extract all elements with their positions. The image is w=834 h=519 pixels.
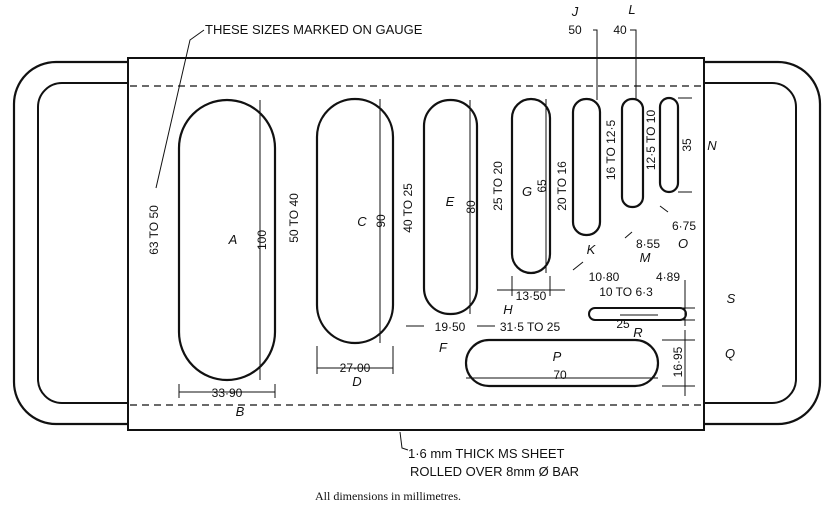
- tag-f: F: [439, 340, 448, 355]
- slot-g-range: 25 TO 20: [491, 161, 505, 211]
- slot-c-length: 90: [374, 214, 388, 228]
- tag-e: E: [446, 194, 455, 209]
- slot-c: [315, 97, 395, 345]
- tag-l: L: [628, 2, 635, 17]
- slot-p-range: 31·5 TO 25: [500, 320, 561, 334]
- slot-e-range: 40 TO 25: [401, 183, 415, 233]
- tag-p: P: [553, 349, 562, 364]
- tag-d: D: [352, 374, 361, 389]
- sheet-note-line2: ROLLED OVER 8mm Ø BAR: [410, 464, 579, 479]
- slot-p: [464, 338, 660, 388]
- slot-j-range: 20 TO 16: [555, 161, 569, 211]
- slot-c-range: 50 TO 40: [287, 193, 301, 243]
- slot-a-width: 33·90: [212, 386, 243, 400]
- slot-r-length: 25: [616, 317, 630, 331]
- slot-p-length: 70: [553, 368, 567, 382]
- tag-s: S: [727, 291, 736, 306]
- tag-a: A: [228, 232, 238, 247]
- slot-a-range: 63 TO 50: [147, 205, 161, 255]
- gauge-sheet: [127, 57, 705, 431]
- slot-q-height: 16·95: [671, 346, 685, 377]
- tag-g: G: [522, 184, 532, 199]
- slot-g-length: 65: [535, 179, 549, 193]
- tag-j: J: [571, 4, 579, 19]
- slot-n-width: 6·75: [672, 219, 696, 233]
- slot-e-width: 19·50: [435, 320, 466, 334]
- slot-e-length: 80: [464, 200, 478, 214]
- tag-r: R: [633, 325, 642, 340]
- caption: All dimensions in millimetres.: [315, 489, 461, 503]
- tag-m: M: [640, 250, 651, 265]
- slot-l: [620, 97, 645, 209]
- tag-h: H: [503, 302, 513, 317]
- tag-b: B: [236, 404, 245, 419]
- sheet-note-line1: 1·6 mm THICK MS SHEET: [408, 446, 565, 461]
- slot-g-width: 13·50: [516, 289, 547, 303]
- slot-a: [177, 98, 277, 382]
- slot-r-range: 10 TO 6·3: [599, 285, 653, 299]
- slot-j-top: 50: [568, 23, 582, 37]
- slot-e: [422, 98, 479, 316]
- slot-r: [588, 307, 687, 321]
- dimension-lines: [155, 29, 695, 451]
- slot-l-top: 40: [613, 23, 627, 37]
- slot-r-height: 4·89: [656, 270, 680, 284]
- tag-q: Q: [725, 346, 735, 361]
- slot-n-length: 35: [680, 138, 694, 152]
- slot-a-length: 100: [255, 230, 269, 250]
- tag-k: K: [587, 242, 597, 257]
- slot-l-width: 8·55: [636, 237, 660, 251]
- slot-n: [658, 96, 680, 194]
- gauge-note: THESE SIZES MARKED ON GAUGE: [205, 22, 423, 37]
- tag-o: O: [678, 236, 688, 251]
- tag-c: C: [357, 214, 367, 229]
- slot-g: [510, 97, 552, 275]
- slot-c-width: 27·00: [340, 361, 371, 375]
- slot-n-range: 12·5 TO 10: [644, 110, 658, 171]
- slot-j-width: 10·80: [589, 270, 620, 284]
- slot-j: [571, 97, 602, 237]
- slot-l-range: 16 TO 12·5: [604, 120, 618, 181]
- tag-n: N: [707, 138, 717, 153]
